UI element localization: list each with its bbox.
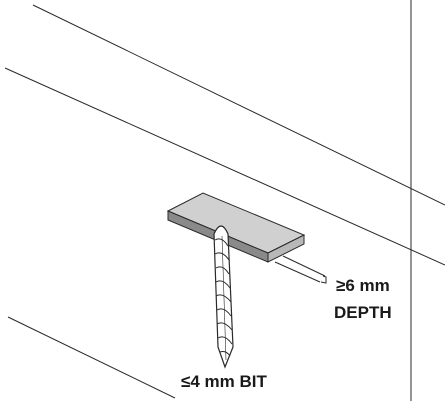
depth-value-label: ≥6 mm bbox=[336, 276, 390, 295]
depth-word-label: DEPTH bbox=[334, 303, 392, 322]
drill-bit bbox=[213, 225, 234, 369]
surface-line-2 bbox=[4, 67, 445, 266]
depth-line-top bbox=[282, 255, 326, 277]
depth-dimension bbox=[274, 255, 327, 284]
depth-line-bottom bbox=[274, 261, 321, 283]
surface-line-3 bbox=[7, 316, 176, 399]
drill-bit-body bbox=[213, 225, 234, 369]
surface-lines bbox=[4, 0, 445, 401]
bit-size-label: ≤4 mm BIT bbox=[181, 372, 267, 391]
mounting-plate bbox=[166, 192, 306, 263]
depth-bracket bbox=[320, 275, 327, 284]
plate-right-edge bbox=[267, 234, 305, 263]
drill-bit-center-line bbox=[221, 235, 227, 361]
surface-line-1 bbox=[32, 4, 445, 206]
